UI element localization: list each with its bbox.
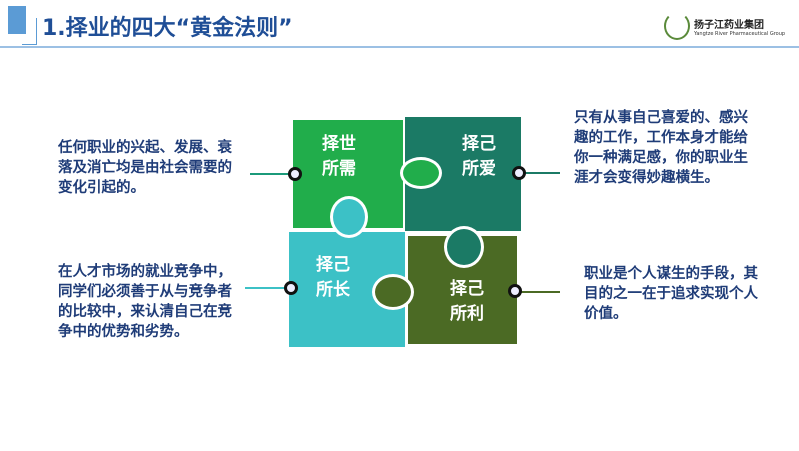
- company-logo: 扬子江药业集团 Yangtze River Pharmaceutical Gro…: [664, 12, 785, 40]
- piece-label: 择世所需: [322, 134, 356, 179]
- header-divider: [0, 46, 799, 48]
- connector-dot: [288, 167, 302, 181]
- title-decoration-outline: [22, 18, 37, 45]
- connector-line: [245, 287, 285, 289]
- logo-subtext: Yangtze River Pharmaceutical Group: [694, 30, 786, 37]
- puzzle-tab: [400, 157, 442, 189]
- puzzle-tab: [372, 274, 414, 310]
- logo-text: 扬子江药业集团: [694, 19, 764, 31]
- description-bottom-right: 职业是个人谋生的手段，其目的之一在于追求实现个人价值。: [584, 266, 758, 322]
- description-top-left: 任何职业的兴起、发展、衰落及消亡均是由社会需要的变化引起的。: [58, 140, 232, 196]
- connector-line: [250, 173, 295, 175]
- connector-line: [518, 291, 560, 293]
- title-decoration: [8, 6, 26, 34]
- piece-label: 择己所爱: [462, 134, 496, 179]
- logo-icon: [664, 12, 690, 40]
- piece-label: 择己所长: [316, 255, 350, 300]
- puzzle-tab: [444, 226, 484, 268]
- connector-dot: [284, 281, 298, 295]
- piece-label: 择己所利: [450, 279, 484, 324]
- connector-dot: [512, 166, 526, 180]
- puzzle-tab: [330, 196, 368, 238]
- connector-dot: [508, 284, 522, 298]
- connector-line: [520, 172, 560, 174]
- page-title: 1.择业的四大“黄金法则”: [42, 16, 293, 41]
- description-bottom-left: 在人才市场的就业竞争中，同学们必须善于从与竞争者的比较中，来认清自己在竞争中的优…: [58, 264, 232, 340]
- description-top-right: 只有从事自己喜爱的、感兴趣的工作，工作本身才能给你一种满足感，你的职业生涯才会变…: [574, 110, 748, 186]
